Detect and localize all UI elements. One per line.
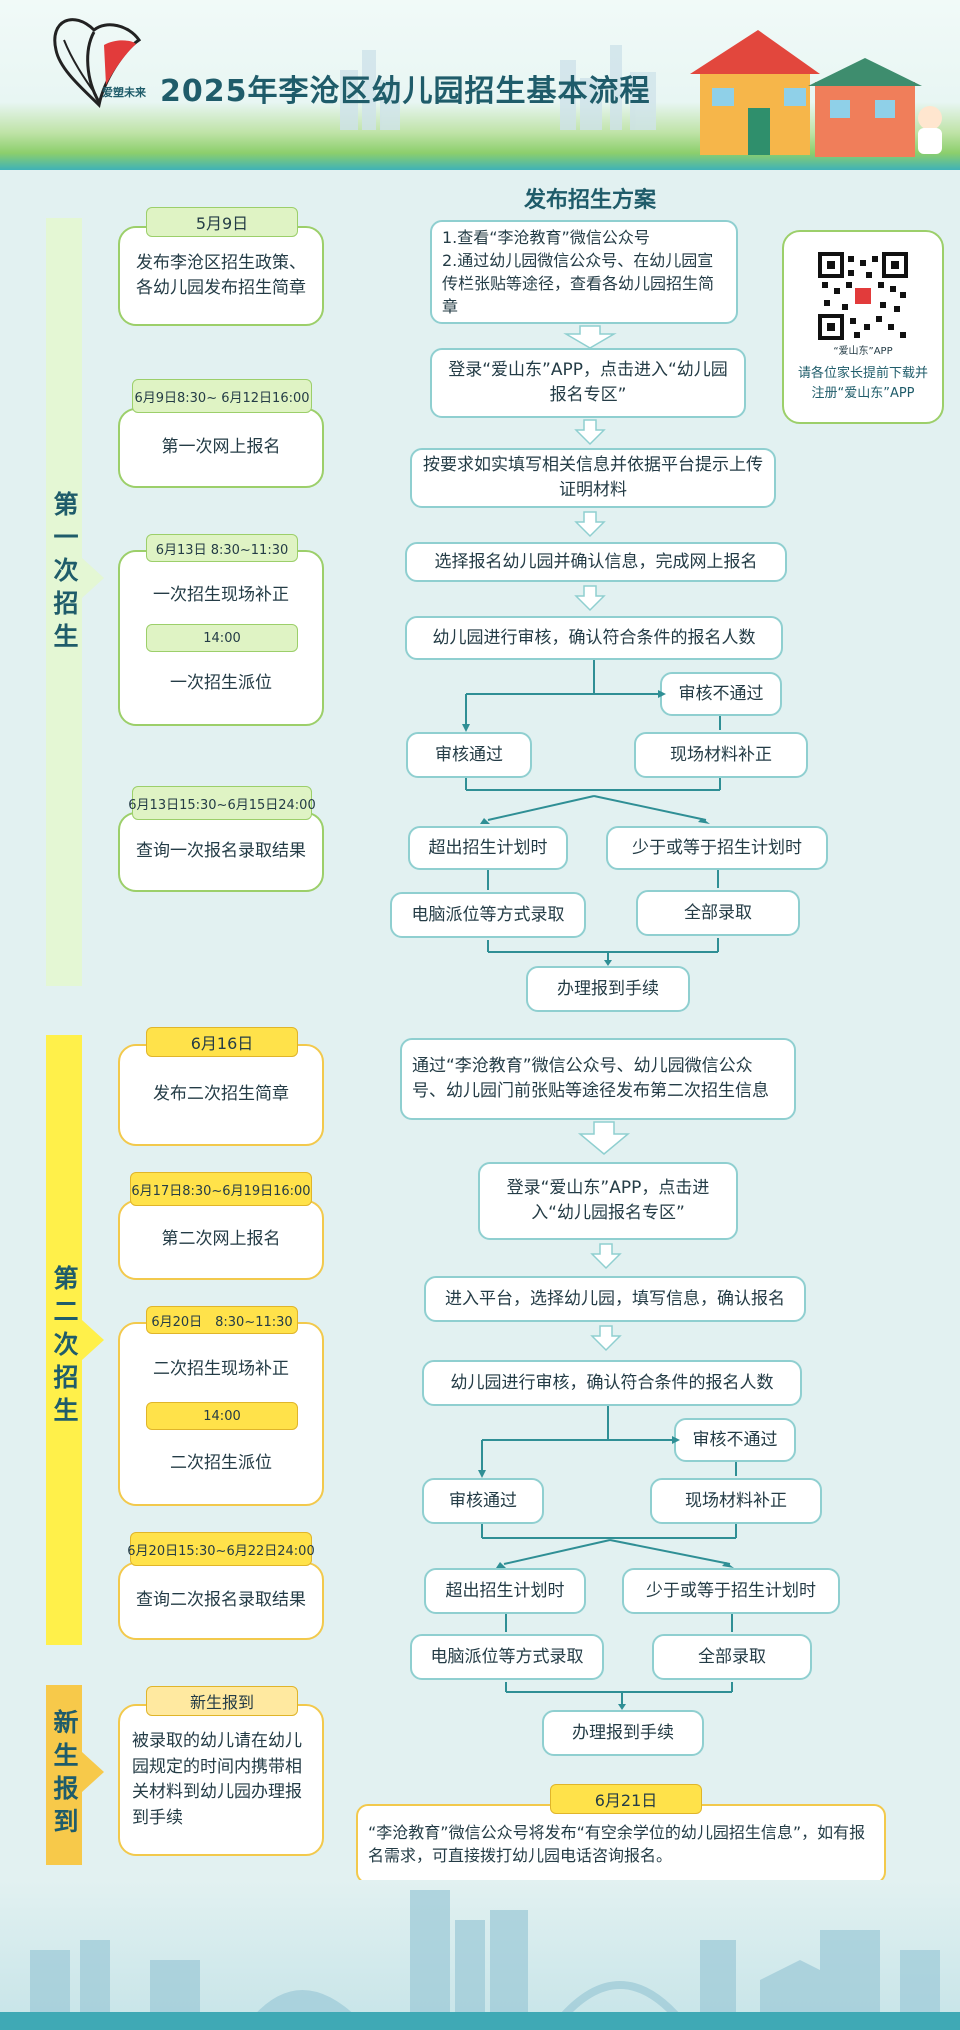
child-figure xyxy=(918,106,942,130)
flow-step-2: 登录“爱山东”APP，点击进入“幼儿园报名专区” xyxy=(430,348,746,418)
section1-label: 第一次招生 xyxy=(50,490,79,656)
card-text: 二次招生现场补正 xyxy=(153,1359,289,1379)
register-box: 办理报到手续 xyxy=(526,966,690,1012)
register-box: 办理报到手续 xyxy=(542,1710,704,1756)
city-skyline-icon xyxy=(0,1890,960,2030)
flow-step-1: 通过“李沧教育”微信公众号、幼儿园微信公众号、幼儿园门前张贴等途径发布第二次招生… xyxy=(400,1038,796,1120)
step-info-card: 发布李沧区招生政策、各幼儿园发布招生简章 xyxy=(118,226,324,326)
flow-step-2: 登录“爱山东”APP，点击进入“幼儿园报名专区” xyxy=(478,1162,738,1240)
date-pill: 6月13日 8:30~11:30 xyxy=(146,534,298,562)
over-plan-box: 超出招生计划时 xyxy=(424,1568,586,1614)
flow-step-4: 选择报名幼儿园并确认信息，完成网上报名 xyxy=(405,542,787,582)
section3-sidebar xyxy=(46,1685,82,1865)
section1-sidebar xyxy=(46,218,82,986)
card-text: 第二次网上报名 xyxy=(161,1229,281,1250)
date-pill: 新生报到 xyxy=(146,1686,298,1716)
date-pill: 6月9日8:30~ 6月12日16:00 xyxy=(132,379,312,413)
step-info-card: 第一次网上报名 xyxy=(118,408,324,488)
chevron-right-icon xyxy=(82,558,104,598)
logo-icon xyxy=(53,18,142,109)
card-text: 查询二次报名录取结果 xyxy=(136,1590,306,1611)
section2-label: 第二次招生 xyxy=(50,1264,79,1430)
house-icon xyxy=(690,30,922,157)
qr-code-icon xyxy=(818,252,908,340)
audit-fail-box: 审核不通过 xyxy=(660,672,782,716)
notice-box: “李沧教育”微信公众号将发布“有空余学位的幼儿园招生信息”，如有报名需求，可直接… xyxy=(356,1804,886,1884)
section3-label: 新生报到 xyxy=(50,1709,79,1841)
date-pill: 14:00 xyxy=(146,624,298,652)
chevron-right-icon xyxy=(82,1320,104,1360)
lottery-box: 电脑派位等方式录取 xyxy=(410,1634,604,1680)
card-text: 发布李沧区招生政策、各幼儿园发布招生简章 xyxy=(136,252,306,299)
date-pill: 6月17日8:30~6月19日16:00 xyxy=(130,1172,312,1206)
card-text: 查询一次报名录取结果 xyxy=(136,841,306,862)
all-admit-box: 全部录取 xyxy=(652,1634,812,1680)
audit-fail-box: 审核不通过 xyxy=(674,1418,796,1462)
step-info-card: 第二次网上报名 xyxy=(118,1200,324,1280)
flow-step-4: 幼儿园进行审核，确认符合条件的报名人数 xyxy=(422,1360,802,1406)
page-title: 2025年李沧区幼儿园招生基本流程 xyxy=(160,74,651,109)
supplement-box: 现场材料补正 xyxy=(650,1478,822,1524)
date-pill: 6月16日 xyxy=(146,1027,298,1057)
under-plan-box: 少于或等于招生计划时 xyxy=(606,826,828,870)
logo-text: 爱塑未来 xyxy=(102,86,146,99)
step-info-card: 被录取的幼儿请在幼儿园规定的时间内携带相关材料到幼儿园办理报到手续 xyxy=(118,1704,324,1856)
section2-sidebar xyxy=(46,1035,82,1645)
supplement-box: 现场材料补正 xyxy=(634,732,808,778)
date-pill: 6月13日15:30~6月15日24:00 xyxy=(128,786,316,820)
audit-pass-box: 审核通过 xyxy=(422,1478,544,1524)
card-text: 被录取的幼儿请在幼儿园规定的时间内携带相关材料到幼儿园办理报到手续 xyxy=(132,1731,302,1828)
under-plan-box: 少于或等于招生计划时 xyxy=(622,1568,840,1614)
flow-step-3: 按要求如实填写相关信息并依据平台提示上传证明材料 xyxy=(410,448,776,508)
header-decoration xyxy=(340,30,942,157)
flow-step-3: 进入平台，选择幼儿园，填写信息，确认报名 xyxy=(424,1276,806,1322)
date-pill: 14:00 xyxy=(146,1402,298,1430)
qr-caption: “爱山东”APP xyxy=(833,346,893,357)
step-info-card: 发布二次招生简章 xyxy=(118,1044,324,1146)
chevron-right-icon xyxy=(82,1752,104,1792)
card-text: 第一次网上报名 xyxy=(161,437,281,458)
flow-title: 发布招生方案 xyxy=(523,188,656,213)
date-pill: 6月21日 xyxy=(550,1784,702,1814)
audit-pass-box: 审核通过 xyxy=(406,732,532,778)
card-text: 一次招生派位 xyxy=(170,673,272,693)
over-plan-box: 超出招生计划时 xyxy=(408,826,568,870)
qr-note: 请各位家长提前下载并注册“爱山东”APP xyxy=(797,366,928,401)
flow-step-1: 1.查看“李沧教育”微信公众号 2.通过幼儿园微信公众号、在幼儿园宣传栏张贴等途… xyxy=(430,220,738,324)
lottery-box: 电脑派位等方式录取 xyxy=(390,892,586,938)
date-pill: 6月20日15:30~6月22日24:00 xyxy=(127,1532,315,1566)
step-info-card: 查询二次报名录取结果 xyxy=(118,1562,324,1640)
card-text: 二次招生派位 xyxy=(170,1453,272,1473)
all-admit-box: 全部录取 xyxy=(636,890,800,936)
card-text: 一次招生现场补正 xyxy=(153,585,289,605)
date-pill: 5月9日 xyxy=(146,207,298,237)
flow-step-5: 幼儿园进行审核，确认符合条件的报名人数 xyxy=(405,616,783,660)
card-text: 发布二次招生简章 xyxy=(153,1084,289,1105)
date-pill: 6月20日 8:30~11:30 xyxy=(146,1306,298,1334)
step-info-card: 查询一次报名录取结果 xyxy=(118,812,324,892)
